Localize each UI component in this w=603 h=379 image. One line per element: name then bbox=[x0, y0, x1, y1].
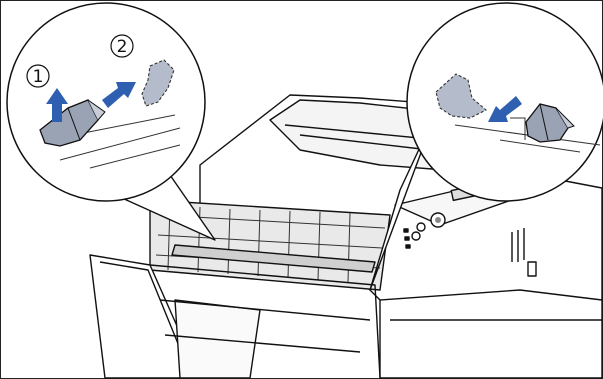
step-1-marker: 1 bbox=[27, 65, 49, 87]
panel-button bbox=[417, 223, 425, 231]
panel-button bbox=[412, 232, 420, 240]
step-1-label: 1 bbox=[33, 67, 44, 87]
detail-circle-right bbox=[407, 3, 603, 201]
step-2-marker: 2 bbox=[111, 35, 133, 57]
side-knob bbox=[528, 262, 536, 276]
step-2-label: 2 bbox=[117, 37, 128, 57]
